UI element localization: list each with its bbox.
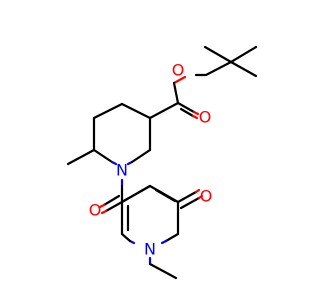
ester-group [148,73,207,120]
piperidine-nitrogen-label: N [116,161,128,180]
pyridone-oxygen-label: O [200,187,213,206]
pyridone-nitrogen-label: N [144,240,156,259]
pyridone-ring [120,184,204,280]
ester-ether-oxygen-label: O [172,61,185,80]
piperidine-ring [66,102,152,166]
amide-linker [98,178,152,215]
tert-butyl-group [203,45,258,78]
molecule-canvas: O O N O O N [66,45,258,280]
molecule-structure: O O N O O N [66,45,258,280]
amide-oxygen-label: O [89,201,102,220]
ester-carbonyl-oxygen-label: O [199,108,212,127]
